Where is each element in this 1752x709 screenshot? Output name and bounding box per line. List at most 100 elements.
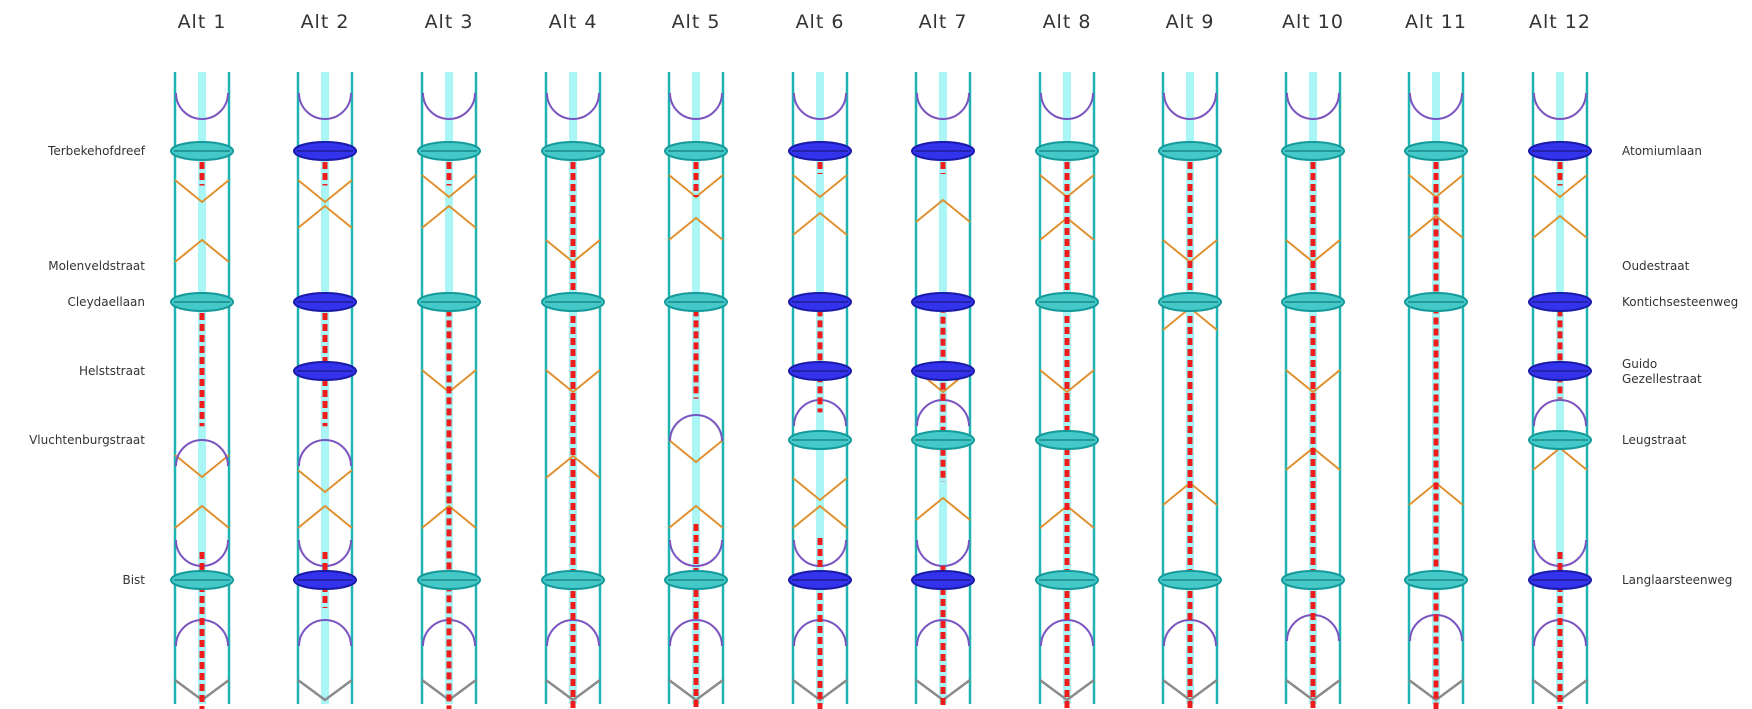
chevron-marker bbox=[421, 204, 477, 229]
left-stop-label: Terbekehofdreef bbox=[47, 144, 146, 158]
end-chevron bbox=[1285, 678, 1341, 702]
dome-arc bbox=[298, 619, 352, 647]
chevron-marker bbox=[792, 174, 848, 199]
alt-column-8: Alt 8 bbox=[1035, 11, 1099, 709]
chevron-marker bbox=[174, 504, 230, 529]
bowl-arc bbox=[1163, 92, 1217, 120]
alt-title: Alt 11 bbox=[1405, 11, 1467, 33]
chevron-marker bbox=[421, 174, 477, 199]
end-chevron bbox=[1162, 678, 1218, 702]
dome-arc bbox=[916, 619, 970, 647]
chevron-marker bbox=[545, 369, 601, 394]
right-stop-label: Oudestraat bbox=[1622, 259, 1690, 273]
right-stop-label: Langlaarsteenweg bbox=[1622, 573, 1732, 587]
alt-title: Alt 6 bbox=[796, 11, 845, 33]
chevron-marker bbox=[1532, 174, 1588, 199]
chevron-marker bbox=[297, 504, 353, 529]
bowl-arc bbox=[916, 92, 970, 120]
stop-label-line: Langlaarsteenweg bbox=[1622, 573, 1732, 587]
stop-label-line: Oudestraat bbox=[1622, 259, 1690, 273]
dome-arc bbox=[298, 439, 352, 467]
chevron-marker bbox=[545, 454, 601, 479]
bowl-arc bbox=[422, 92, 476, 120]
alt-column-10: Alt 10 bbox=[1281, 11, 1345, 709]
bowl-arc bbox=[669, 539, 723, 567]
bowl-arc bbox=[1533, 92, 1587, 120]
bowl-arc bbox=[546, 92, 600, 120]
chevron-marker bbox=[668, 216, 724, 241]
chevron-marker bbox=[421, 504, 477, 529]
dome-arc bbox=[669, 619, 723, 647]
chevron-marker bbox=[297, 204, 353, 229]
alt-title: Alt 4 bbox=[549, 11, 598, 33]
alt-column-9: Alt 9 bbox=[1158, 11, 1222, 709]
dome-arc bbox=[1533, 399, 1587, 427]
alt-title: Alt 5 bbox=[672, 11, 721, 33]
chevron-marker bbox=[1532, 214, 1588, 239]
bowl-arc bbox=[793, 92, 847, 120]
end-chevron bbox=[545, 678, 601, 702]
end-chevron bbox=[297, 678, 353, 702]
chevron-marker bbox=[668, 504, 724, 529]
end-chevron bbox=[792, 678, 848, 702]
chevron-marker bbox=[792, 211, 848, 236]
alt-column-1: Alt 1 bbox=[170, 11, 234, 709]
alt-column-12: Alt 12 bbox=[1528, 11, 1592, 709]
chevron-marker bbox=[668, 439, 724, 464]
alt-title: Alt 1 bbox=[178, 11, 227, 33]
alt-title: Alt 10 bbox=[1282, 11, 1344, 33]
alt-title: Alt 8 bbox=[1043, 11, 1092, 33]
left-stop-label: Molenveldstraat bbox=[48, 259, 145, 273]
chevron-marker bbox=[792, 477, 848, 502]
chevron-marker bbox=[174, 179, 230, 204]
chevron-marker bbox=[915, 496, 971, 521]
left-stop-label: Bist bbox=[122, 573, 145, 587]
left-stop-label: Vluchtenburgstraat bbox=[29, 433, 145, 447]
stop-label-line: Kontichsesteenweg bbox=[1622, 295, 1738, 309]
chevron-marker bbox=[1285, 369, 1341, 394]
dome-arc bbox=[669, 414, 723, 442]
end-chevron bbox=[1039, 678, 1095, 702]
chevron-marker bbox=[1039, 369, 1095, 394]
alt-title: Alt 9 bbox=[1166, 11, 1215, 33]
chevron-marker bbox=[297, 469, 353, 494]
bowl-arc bbox=[175, 92, 229, 120]
chevron-marker bbox=[174, 238, 230, 263]
alt-column-11: Alt 11 bbox=[1404, 11, 1468, 709]
alt-title: Alt 7 bbox=[919, 11, 968, 33]
dome-arc bbox=[175, 439, 229, 467]
left-stop-label: Cleydaellaan bbox=[67, 295, 145, 309]
stop-label-line: Guido bbox=[1622, 357, 1657, 371]
center-strip bbox=[321, 72, 329, 704]
bowl-arc bbox=[298, 92, 352, 120]
end-chevron bbox=[1408, 678, 1464, 702]
chevron-marker bbox=[297, 179, 353, 204]
alt-title: Alt 12 bbox=[1529, 11, 1591, 33]
alt-title: Alt 3 bbox=[425, 11, 474, 33]
bowl-arc bbox=[1286, 92, 1340, 120]
bowl-arc bbox=[1040, 92, 1094, 120]
right-stop-label: Kontichsesteenweg bbox=[1622, 295, 1738, 309]
bowl-arc bbox=[1409, 92, 1463, 120]
alt-column-3: Alt 3 bbox=[417, 11, 481, 709]
left-stop-label: Helststraat bbox=[79, 364, 145, 378]
bowl-arc bbox=[669, 92, 723, 120]
alt-column-7: Alt 7 bbox=[911, 11, 975, 709]
chevron-marker bbox=[174, 454, 230, 479]
stop-label-line: Atomiumlaan bbox=[1622, 144, 1702, 158]
center-strip bbox=[198, 72, 206, 704]
chevron-marker bbox=[792, 504, 848, 529]
chevron-marker bbox=[1408, 214, 1464, 239]
alt-title: Alt 2 bbox=[301, 11, 350, 33]
chevron-marker bbox=[915, 198, 971, 223]
alt-column-2: Alt 2 bbox=[293, 11, 357, 704]
stop-label-line: Gezellestraat bbox=[1622, 372, 1702, 386]
alt-column-6: Alt 6 bbox=[788, 11, 852, 709]
right-stop-label: Leugstraat bbox=[1622, 433, 1687, 447]
alt-column-5: Alt 5 bbox=[664, 11, 728, 709]
right-stop-label: Atomiumlaan bbox=[1622, 144, 1702, 158]
alt-column-4: Alt 4 bbox=[541, 11, 605, 709]
stop-label-line: Leugstraat bbox=[1622, 433, 1687, 447]
